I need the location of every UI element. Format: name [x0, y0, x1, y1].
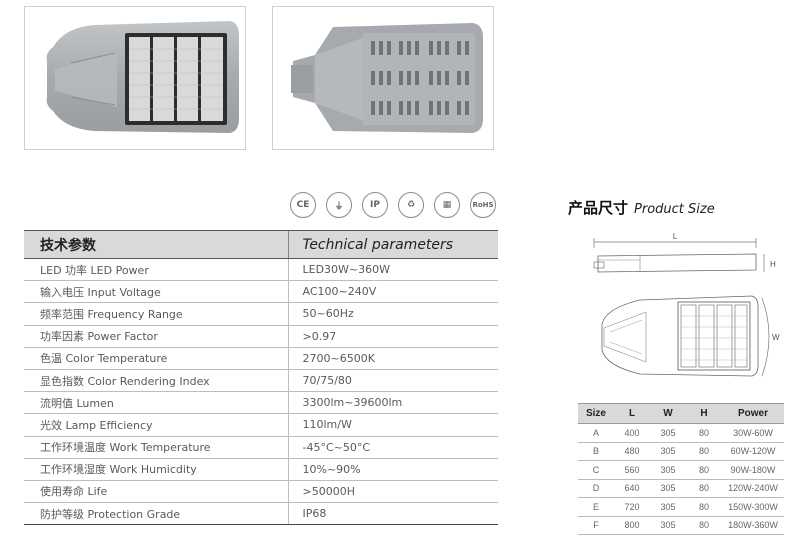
height-cell: 80 — [686, 423, 722, 443]
param-value: AC100~240V — [287, 280, 498, 304]
param-label: 功率因素 Power Factor — [24, 325, 288, 348]
param-label: 频率范围 Frequency Range — [24, 302, 288, 326]
width-cell: 305 — [650, 516, 686, 535]
height-cell: 80 — [686, 460, 722, 480]
height-label: H — [770, 260, 776, 269]
param-value: 2700~6500K — [287, 347, 498, 370]
param-label: LED 功率 LED Power — [24, 258, 288, 282]
size-cell: C — [578, 460, 614, 480]
width-cell: 305 — [650, 442, 686, 461]
ce-mark-icon: CE — [290, 192, 316, 218]
size-cell: F — [578, 516, 614, 535]
length-cell: 400 — [614, 423, 650, 443]
param-label: 流明值 Lumen — [24, 391, 288, 415]
length-cell: 720 — [614, 497, 650, 517]
length-cell: 640 — [614, 479, 650, 498]
energy-saving-icon: ♻ — [398, 192, 424, 218]
product-size-title: 产品尺寸 Product Size — [568, 197, 715, 218]
earth-ground-icon: ⏚ — [326, 192, 352, 218]
width-cell: 305 — [650, 460, 686, 480]
header-cn: 技术参数 — [24, 230, 288, 259]
param-label: 显色指数 Color Rendering Index — [24, 369, 288, 393]
width-label: W — [772, 333, 780, 342]
led-icon: ▦ — [434, 192, 460, 218]
product-size-title-cn: 产品尺寸 — [568, 199, 629, 217]
power-cell: 60W-120W — [722, 442, 784, 461]
column-header: L — [614, 403, 650, 424]
height-cell: 80 — [686, 479, 722, 498]
technical-parameters-table: 技术参数 Technical parameters LED 功率 LED Pow… — [24, 230, 498, 526]
certification-icons: CE ⏚ IP ♻ ▦ RoHS — [290, 192, 502, 222]
rohs-icon: RoHS — [470, 192, 496, 218]
param-label: 色温 Color Temperature — [24, 347, 288, 370]
param-value: LED30W~360W — [287, 258, 498, 282]
param-value: 10%~90% — [287, 458, 498, 481]
width-cell: 305 — [650, 423, 686, 443]
column-header: Size — [578, 403, 614, 424]
param-label: 输入电压 Input Voltage — [24, 280, 288, 304]
power-cell: 30W-60W — [722, 423, 784, 443]
height-cell: 80 — [686, 442, 722, 461]
power-cell: 180W-360W — [722, 516, 784, 535]
height-cell: 80 — [686, 497, 722, 517]
table-header-row: 技术参数 Technical parameters — [24, 230, 498, 259]
power-cell: 90W-180W — [722, 460, 784, 480]
column-header: Power — [722, 403, 784, 424]
param-value: >50000H — [287, 480, 498, 504]
product-photo-front — [24, 6, 246, 150]
param-label: 防护等级 Protection Grade — [24, 502, 288, 526]
param-value: >0.97 — [287, 325, 498, 348]
dimension-drawing: L H W — [593, 232, 780, 377]
width-cell: 305 — [650, 497, 686, 517]
length-label: L — [673, 232, 678, 241]
table-row: 使用寿命 Life>50000H — [24, 480, 498, 504]
param-value: 3300lm~39600lm — [287, 391, 498, 415]
column-header: W — [650, 403, 686, 424]
param-label: 工作环境湿度 Work Humicdity — [24, 458, 288, 481]
header-en: Technical parameters — [287, 230, 498, 259]
table-row: 功率因素 Power Factor>0.97 — [24, 325, 498, 348]
length-cell: 560 — [614, 460, 650, 480]
width-cell: 305 — [650, 479, 686, 498]
ip-rating-icon: IP — [362, 192, 388, 218]
power-cell: 120W-240W — [722, 479, 784, 498]
param-value: -45°C~50°C — [287, 436, 498, 459]
power-cell: 150W-300W — [722, 497, 784, 517]
param-label: 使用寿命 Life — [24, 480, 288, 504]
product-size-title-en: Product Size — [634, 202, 715, 217]
param-value: 70/75/80 — [287, 369, 498, 393]
size-cell: E — [578, 497, 614, 517]
param-value: IP68 — [287, 502, 498, 526]
table-header-row: Size L W H Power — [578, 403, 784, 424]
param-label: 工作环境温度 Work Temperature — [24, 436, 288, 459]
length-cell: 800 — [614, 516, 650, 535]
param-label: 光效 Lamp Efficiency — [24, 413, 288, 437]
table-row: 工作环境温度 Work Temperature-45°C~50°C — [24, 436, 498, 459]
size-cell: A — [578, 423, 614, 443]
size-cell: B — [578, 442, 614, 461]
param-value: 50~60Hz — [287, 302, 498, 326]
product-photo-back — [272, 6, 494, 150]
param-value: 110lm/W — [287, 413, 498, 437]
size-cell: D — [578, 479, 614, 498]
column-header: H — [686, 403, 722, 424]
height-cell: 80 — [686, 516, 722, 535]
length-cell: 480 — [614, 442, 650, 461]
